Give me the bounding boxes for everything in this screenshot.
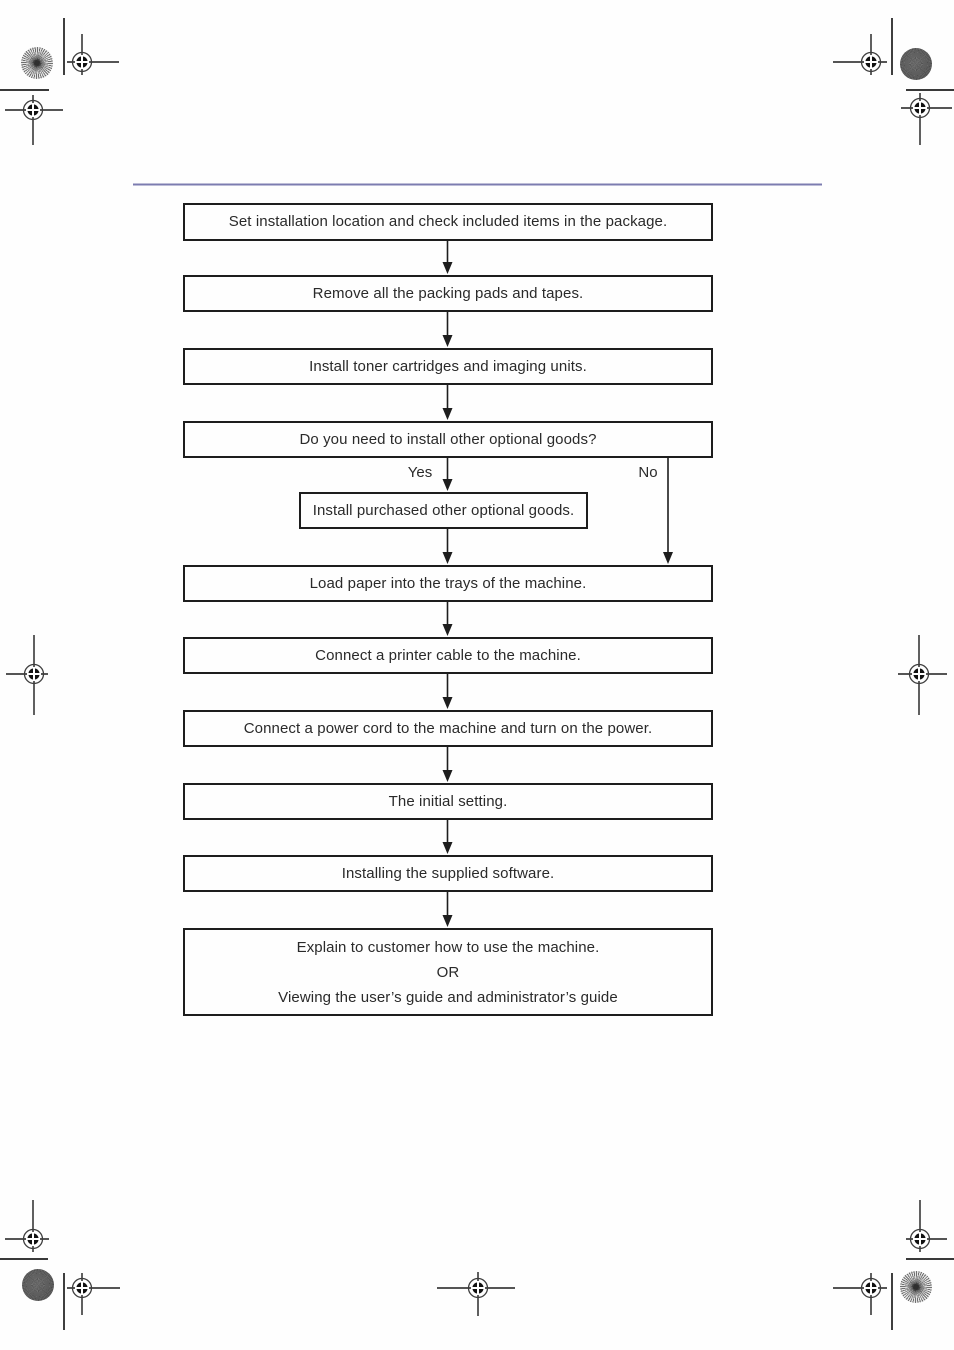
branch-label-yes: Yes [407,464,433,481]
flow-step-connect-power-cord: Connect a power cord to the machine and … [183,710,713,747]
flow-step-load-paper: Load paper into the trays of the machine… [183,565,713,602]
flow-step-remove-packing: Remove all the packing pads and tapes. [183,275,713,312]
final-box-line-3: Viewing the user’s guide and administrat… [278,988,618,1006]
arrow-down-icon [442,820,453,854]
registration-mark-icon [5,95,63,145]
arrow-down-icon [442,312,453,347]
final-box-line-2: OR [436,963,460,981]
registration-mark-icon [67,1273,120,1315]
flow-step-explain-to-customer: Explain to customer how to use the machi… [183,928,713,1016]
registration-mark-icon [67,34,119,75]
registration-mark-icon [437,1272,515,1316]
registration-mark-icon [901,93,952,145]
flow-step-install-toner: Install toner cartridges and imaging uni… [183,348,713,385]
halftone-calibration-disc-icon [900,48,932,80]
flow-step-connect-printer-cable: Connect a printer cable to the machine. [183,637,713,674]
halftone-calibration-disc-icon [22,1269,54,1301]
arrow-down-icon [442,529,453,564]
flow-step-install-software: Installing the supplied software. [183,855,713,892]
pinwheel-calibration-disc-icon [900,1271,932,1303]
registration-mark-icon [833,34,887,75]
flow-decision-optional-goods: Do you need to install other optional go… [183,421,713,458]
arrow-down-icon [442,747,453,782]
arrow-down-icon [442,892,453,927]
registration-mark-icon [6,635,48,715]
flow-step-set-location: Set installation location and check incl… [183,203,713,241]
arrow-down-icon [442,385,453,420]
branch-label-no: No [638,464,658,481]
registration-mark-icon [833,1273,887,1315]
arrow-down-icon [442,241,453,274]
arrow-down-icon [442,602,453,636]
registration-mark-icon [906,1200,947,1252]
flow-step-initial-setting: The initial setting. [183,783,713,820]
registration-mark-icon [898,635,947,715]
flow-step-install-optional-goods: Install purchased other optional goods. [299,492,588,529]
arrow-down-icon [442,674,453,709]
registration-mark-icon [5,1200,49,1252]
pinwheel-calibration-disc-icon [21,47,53,79]
final-box-line-1: Explain to customer how to use the machi… [296,938,600,956]
